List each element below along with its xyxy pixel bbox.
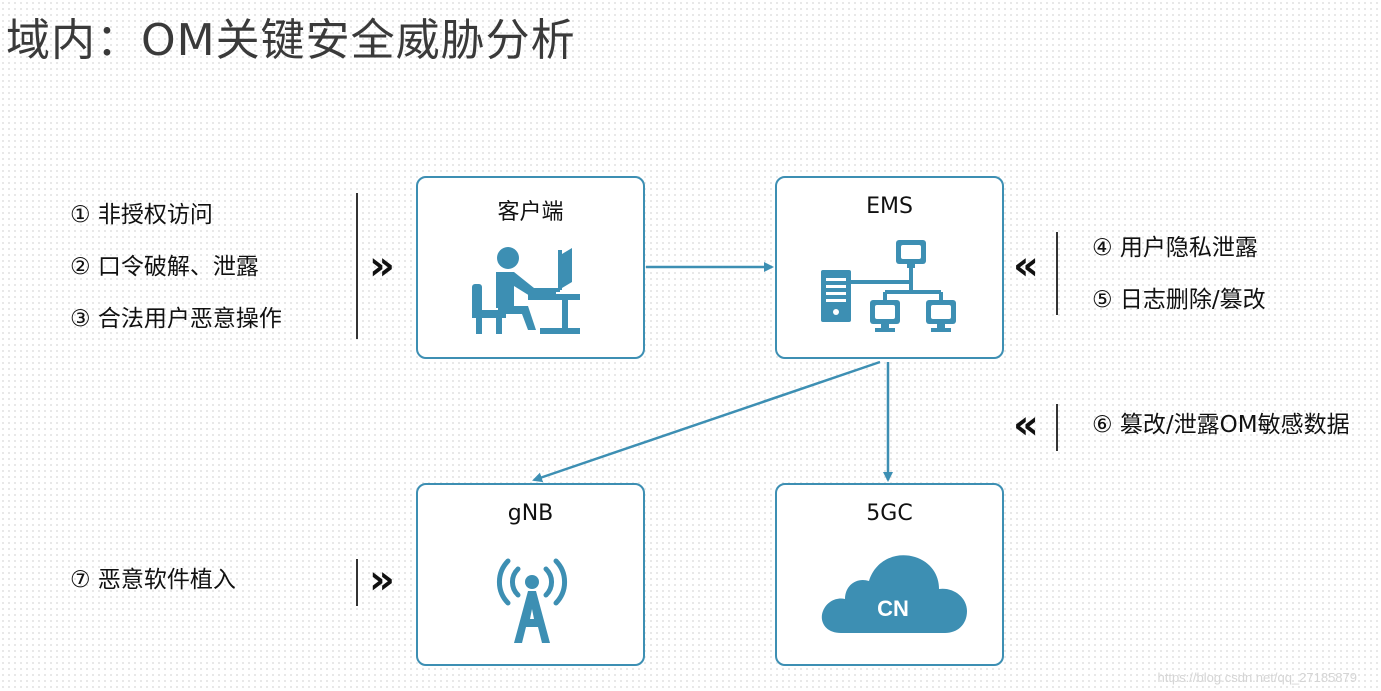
threat-item: ⑦ 恶意软件植入 [70,567,236,593]
chevron-right-icon: » [369,243,395,289]
threat-list-right-top: ④ 用户隐私泄露 ⑤ 日志删除/篡改 [1092,228,1266,332]
threat-list-left-top: ① 非授权访问 ② 口令破解、泄露 ③ 合法用户恶意操作 [70,195,282,351]
network-topology-icon [821,240,956,332]
threat-item: ② 口令破解、泄露 [70,254,259,280]
divider-left-bottom [356,559,358,606]
core-node: 5GC CN [775,483,1004,666]
chevron-right-icon: » [369,557,395,603]
threat-list-right-mid: ⑥ 篡改/泄露OM敏感数据 [1092,405,1350,457]
gnb-node: gNB [416,483,645,666]
threat-list-left-bottom: ⑦ 恶意软件植入 [70,560,236,612]
divider-right-mid [1056,404,1058,451]
client-label: 客户端 [497,200,564,225]
arrow-ems-to-gnb [532,360,881,483]
threat-item: ④ 用户隐私泄露 [1092,235,1258,261]
divider-left-top [356,193,358,339]
cloud-icon-text: CN [877,596,909,621]
threat-item: ⑥ 篡改/泄露OM敏感数据 [1092,412,1350,438]
divider-right-top [1056,232,1058,315]
watermark: https://blog.csdn.net/qq_27185879 [1157,670,1358,685]
desk-user-icon [472,247,580,334]
chevron-left-icon: « [1013,402,1039,448]
threat-item: ③ 合法用户恶意操作 [70,306,282,332]
client-node: 客户端 [416,176,645,359]
core-label: 5GC [866,501,913,526]
cloud-icon: CN [821,555,967,633]
threat-item: ⑤ 日志删除/篡改 [1092,287,1266,313]
ems-node: EMS [775,176,1004,359]
page-title: 域内：OM关键安全威胁分析 [6,15,576,66]
gnb-label: gNB [507,501,554,526]
threat-item: ① 非授权访问 [70,202,213,228]
ems-label: EMS [866,194,913,219]
antenna-tower-icon [496,558,568,643]
chevron-left-icon: « [1013,243,1039,289]
